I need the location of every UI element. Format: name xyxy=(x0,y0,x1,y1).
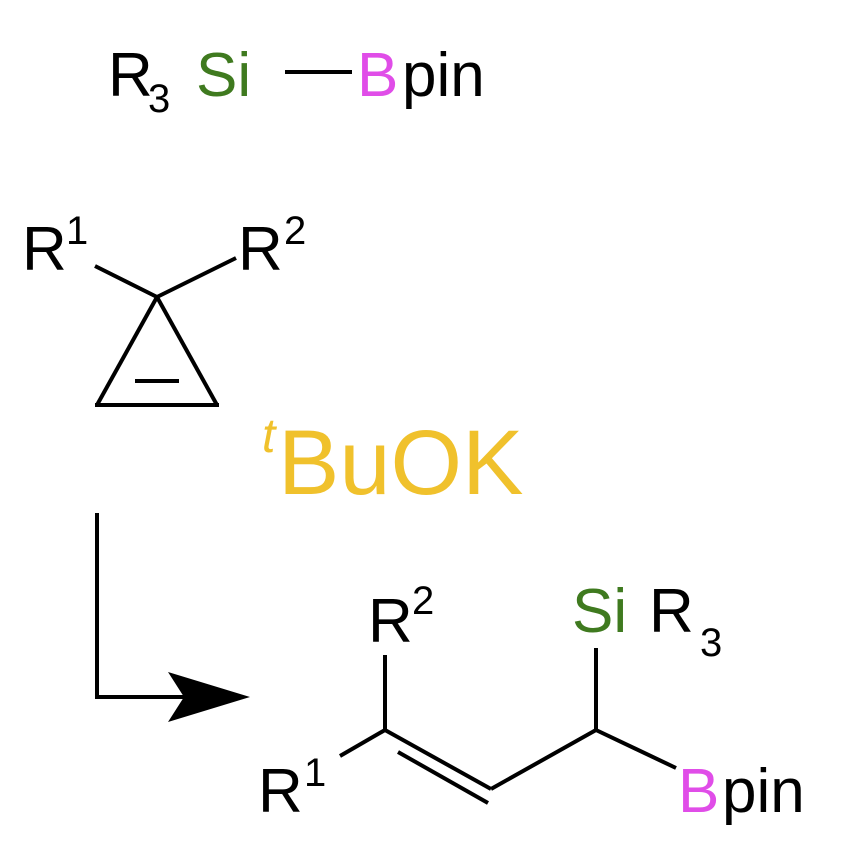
c1-c2-double-bond-inner xyxy=(397,750,489,805)
c1-c2-double-bond-outer xyxy=(384,728,492,791)
arrow-shaft xyxy=(95,513,200,699)
product-r2-superscript: 2 xyxy=(412,579,434,623)
cyclopropene-r2-superscript: 2 xyxy=(284,209,306,253)
reagent-r-label: R xyxy=(108,41,153,110)
product-r3-subscript: 3 xyxy=(700,621,722,665)
cyclopropene-r2-label: R xyxy=(238,215,283,284)
product-r2-label: R xyxy=(368,587,413,656)
product-r1-superscript: 1 xyxy=(304,751,326,795)
reaction-arrow xyxy=(95,513,250,722)
c2-c3-bond xyxy=(490,728,597,791)
reagent-b-label: B xyxy=(357,41,398,110)
r2-bond xyxy=(156,256,237,299)
cyclopropene-r1-superscript: 1 xyxy=(66,209,88,253)
reagent-r-subscript: 3 xyxy=(148,77,170,121)
ring-bond-right xyxy=(155,296,219,406)
base-tert-prefix: t xyxy=(262,410,277,463)
base-reagent: t BuOK xyxy=(262,410,523,514)
product-si-label: Si xyxy=(572,577,627,646)
product-r1-label: R xyxy=(258,757,303,826)
product-b-label: B xyxy=(678,757,719,826)
r1-bond xyxy=(94,264,158,299)
arrowhead-icon xyxy=(168,672,250,722)
reagent-si-label: Si xyxy=(196,41,251,110)
cyclopropene-r1-label: R xyxy=(22,215,67,284)
base-name-label: BuOK xyxy=(278,412,523,514)
product-r3-label: R xyxy=(649,577,694,646)
reagent-pin-label: pin xyxy=(402,41,485,110)
product-pin-label: pin xyxy=(722,757,805,826)
cyclopropene-substrate: R 1 R 2 xyxy=(22,209,306,407)
c3-b-bond xyxy=(595,728,677,770)
ring-bond-left xyxy=(95,296,159,406)
c1-r1-bond xyxy=(338,728,387,758)
silylborane-reagent: R 3 Si B pin xyxy=(108,41,485,121)
product: R 2 Si R 3 R 1 B pin xyxy=(258,577,805,826)
